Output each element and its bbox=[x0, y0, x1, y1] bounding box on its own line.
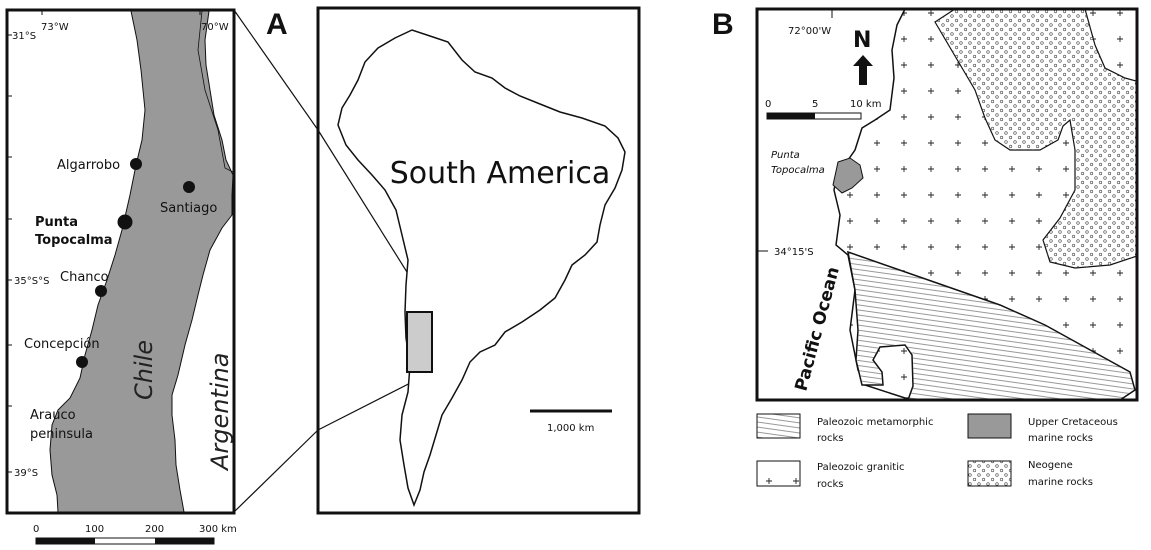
chile-landmass bbox=[49, 10, 234, 513]
argentina-label: Argentina bbox=[206, 353, 234, 473]
regional-scale-bar: 0 100 200 300 km bbox=[33, 524, 237, 545]
legend-label: Neogene bbox=[1028, 460, 1073, 471]
scale-tick-300: 300 km bbox=[199, 524, 237, 535]
ocean-label: Pacific Ocean bbox=[792, 265, 844, 393]
legend-item-neogene: Neogene marine rocks bbox=[967, 460, 1093, 488]
topocalma-label: Topocalma bbox=[35, 233, 113, 248]
chanco-label: Chanco bbox=[60, 270, 109, 285]
regional-map: 31°S 35°S°S 39°S 73°W 70°W Algarrobo San… bbox=[5, 8, 237, 545]
continent-title: South America bbox=[390, 156, 610, 191]
north-arrow-icon bbox=[853, 55, 873, 85]
cretaceous-rocks-area bbox=[832, 157, 864, 194]
geologic-scale-bar: 0 5 10 km bbox=[765, 99, 881, 120]
continent-scale-label: 1,000 km bbox=[547, 423, 594, 434]
south-america-outline bbox=[337, 29, 626, 508]
scale-tick-200: 200 bbox=[145, 524, 164, 535]
scale-tick-0: 0 bbox=[33, 524, 39, 535]
metamorphic-pattern bbox=[848, 252, 1135, 399]
legend-label: Paleozoic metamorphic bbox=[817, 417, 933, 428]
chile-label: Chile bbox=[130, 340, 158, 400]
punta-label: Punta bbox=[771, 150, 800, 161]
cretaceous-swatch bbox=[967, 413, 1012, 439]
punta-label: Punta bbox=[35, 215, 78, 230]
lat-label-39: 39°S bbox=[14, 468, 38, 479]
neogene-swatch bbox=[967, 460, 1012, 487]
legend-item-metamorphic: Paleozoic metamorphic rocks bbox=[756, 413, 933, 444]
legend-label: Upper Cretaceous bbox=[1028, 417, 1118, 428]
legend-item-granitic: Paleozoic granitic rocks bbox=[756, 460, 904, 490]
granitic-swatch bbox=[756, 460, 801, 487]
legend-item-cretaceous: Upper Cretaceous marine rocks bbox=[967, 413, 1118, 444]
lat-label-35: 35°S°S bbox=[14, 276, 49, 287]
panel-label-b: B bbox=[712, 8, 734, 41]
peninsula-label: peninsula bbox=[30, 427, 93, 442]
santiago-label: Santiago bbox=[160, 201, 217, 216]
study-area-box bbox=[406, 311, 433, 373]
border-line bbox=[197, 10, 234, 173]
punta-topocalma-marker bbox=[117, 214, 133, 230]
north-label: N bbox=[853, 28, 871, 53]
lon-label-70: 70°W bbox=[201, 22, 229, 33]
legend-label: Paleozoic granitic bbox=[817, 462, 904, 473]
topocalma-label: Topocalma bbox=[771, 165, 825, 176]
legend-label: rocks bbox=[817, 479, 844, 490]
santiago-marker bbox=[183, 181, 195, 193]
scale-tick-0km: 0 bbox=[765, 99, 771, 110]
algarrobo-marker bbox=[130, 158, 142, 170]
lat-label: 34°15'S bbox=[774, 247, 814, 258]
lat-label-31: 31°S bbox=[12, 31, 36, 42]
continent-map: South America 1,000 km bbox=[316, 6, 641, 515]
lat-ticks bbox=[7, 11, 201, 473]
neogene-pattern bbox=[935, 9, 1137, 268]
geologic-map: 72°00'W 34°15'S N 0 5 10 km Punta Topoca… bbox=[755, 7, 1139, 402]
legend-label: marine rocks bbox=[1028, 433, 1093, 444]
legend-label: marine rocks bbox=[1028, 477, 1093, 488]
chanco-marker bbox=[95, 285, 107, 297]
concepcion-label: Concepción bbox=[24, 337, 100, 352]
metamorphic-swatch bbox=[756, 413, 801, 439]
legend-label: rocks bbox=[817, 433, 844, 444]
scale-tick-100: 100 bbox=[85, 524, 104, 535]
scale-tick-10km: 10 km bbox=[850, 99, 881, 110]
legend: Paleozoic metamorphic rocks Upper Cretac… bbox=[756, 413, 1118, 490]
scale-tick-5km: 5 bbox=[812, 99, 818, 110]
panel-label-a: A bbox=[266, 8, 288, 41]
concepcion-marker bbox=[76, 356, 88, 368]
arauco-label: Arauco bbox=[30, 408, 76, 423]
lon-label: 72°00'W bbox=[788, 26, 831, 37]
lon-label-73: 73°W bbox=[41, 22, 69, 33]
algarrobo-label: Algarrobo bbox=[57, 158, 120, 173]
